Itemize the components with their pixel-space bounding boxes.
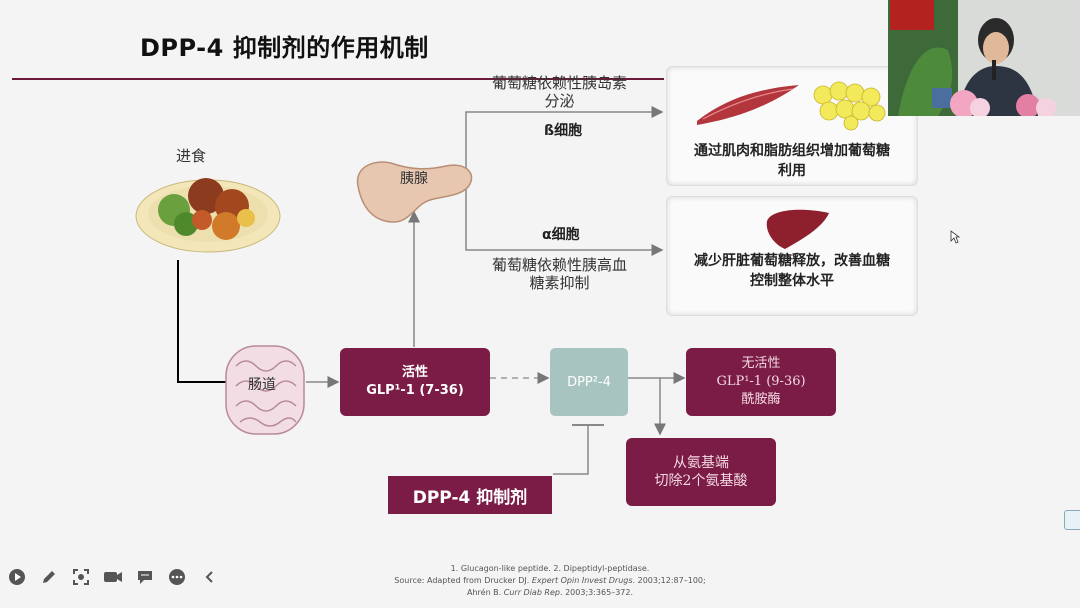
dpp4-inhibitor-box: DPP-4 抑制剂 <box>388 476 552 514</box>
screenshot-icon[interactable] <box>70 566 92 588</box>
glucagon-suppression-label: 葡萄糖依赖性胰高血 糖素抑制 <box>492 256 628 292</box>
intestine-image <box>225 345 305 435</box>
muscle-image <box>697 85 799 125</box>
title-divider <box>12 78 662 80</box>
fat-tissue-image <box>813 81 886 131</box>
camera-icon[interactable] <box>102 566 124 588</box>
footnote-source-2: Ahrén B. Curr Diab Rep. 2003;3:365–372. <box>466 588 634 597</box>
hepatic-glucose-text: 减少肝脏葡萄糖释放，改善血糖 控制整体水平 <box>694 253 890 289</box>
liver-image <box>766 209 829 249</box>
eating-label: 进食 <box>176 147 207 165</box>
speaker-image <box>888 0 1080 116</box>
beta-cell-label: ß细胞 <box>544 123 583 139</box>
side-panel-toggle-icon[interactable] <box>1064 510 1080 530</box>
intestine-label: 肠道 <box>248 377 276 393</box>
more-icon[interactable] <box>166 566 188 588</box>
pen-icon[interactable] <box>38 566 60 588</box>
dpp4-enzyme-box: DPP²-4 <box>550 348 628 416</box>
pancreas-image <box>356 161 473 223</box>
footnote-definitions: 1. Glucagon-like peptide. 2. Dipeptidyl-… <box>450 564 650 573</box>
presentation-toolbar <box>6 563 220 591</box>
pancreas-label: 胰腺 <box>400 171 428 187</box>
play-icon[interactable] <box>6 566 28 588</box>
glucose-uptake-panel: 通过肌肉和脂肪组织增加葡萄糖 利用 <box>666 66 918 186</box>
slide-title: DPP-4 抑制剂的作用机制 <box>140 34 429 62</box>
speaker-video-feed <box>888 0 1080 116</box>
glucose-uptake-text: 通过肌肉和脂肪组织增加葡萄糖 利用 <box>694 143 890 179</box>
mouse-cursor-icon <box>950 230 960 244</box>
alpha-cell-label: α细胞 <box>542 227 580 243</box>
cleave-amino-acids-box: 从氨基端 切除2个氨基酸 <box>626 438 776 506</box>
insulin-secretion-label: 葡萄糖依赖性胰岛素 分泌 <box>492 74 628 110</box>
food-plate-image <box>135 178 281 253</box>
footnote-source-1: Source: Adapted from Drucker DJ. Expert … <box>394 576 706 585</box>
chat-icon[interactable] <box>134 566 156 588</box>
hepatic-glucose-panel: 减少肝脏葡萄糖释放，改善血糖 控制整体水平 <box>666 196 918 316</box>
active-glp1-box: 活性 GLP¹-1 (7-36) <box>340 348 490 416</box>
inactive-glp1-box: 无活性 GLP¹-1 (9-36) 酰胺酶 <box>686 348 836 416</box>
collapse-icon[interactable] <box>198 566 220 588</box>
